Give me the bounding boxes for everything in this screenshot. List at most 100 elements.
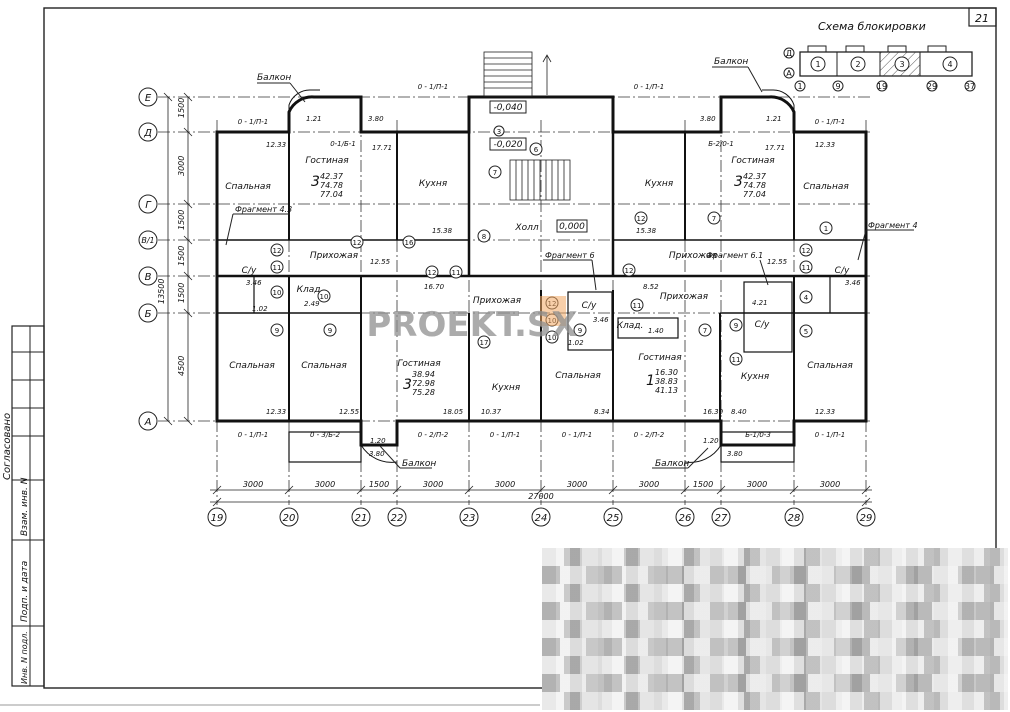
mark-1: 12	[353, 239, 362, 247]
room-storage-0: Клад.	[297, 285, 324, 295]
mark-28: 12	[802, 247, 811, 255]
col-axis-2: 21	[355, 513, 368, 524]
mark-22: 11	[633, 302, 642, 310]
window-mark-12: Б-1/0-3	[745, 431, 771, 439]
area-14: 8.40	[731, 408, 747, 416]
room-living-1: Гостиная	[731, 156, 775, 166]
col-axis-7: 26	[679, 513, 692, 524]
apt-2-living: 38.94	[412, 370, 435, 379]
col-axis-6: 25	[607, 513, 620, 524]
scheme-axis-2: 19	[877, 82, 887, 91]
stamp-cell-0: Взам. инв. N	[20, 477, 30, 536]
room-bedroom-2: Спальная	[229, 361, 275, 371]
mark-4: 7	[493, 169, 497, 177]
fragment-label-0: Фрагмент 4.3	[235, 205, 292, 214]
row-dim-2: 1500	[177, 210, 186, 230]
mark-0: 12	[273, 247, 282, 255]
elevation-0: -0,040	[493, 103, 522, 113]
elevation-1: -0,020	[493, 140, 522, 150]
scheme-section-0: 1	[815, 60, 820, 69]
balcony-label-2: Балкон	[402, 459, 436, 469]
mark-25: 11	[732, 356, 741, 364]
scheme-row-0: Д	[786, 49, 792, 58]
agreed-label: Согласовано	[2, 413, 13, 480]
mark-14: 12	[428, 269, 437, 277]
scheme-section-2: 3	[899, 60, 904, 69]
area-4: 16.70	[424, 283, 445, 291]
area-15: 12.33	[815, 408, 835, 416]
window-mark-11: 0 - 2/П-2	[634, 431, 665, 439]
room-bedroom-4: Спальная	[555, 371, 601, 381]
blurred-title-block	[542, 548, 1008, 710]
area-29: 1.21	[766, 115, 782, 123]
mark-19: 12	[637, 215, 646, 223]
row-axis-4: В	[145, 272, 152, 283]
scheme-axis-1: 9	[835, 82, 840, 91]
room-foyer: Холл	[514, 223, 538, 233]
row-dimensions	[163, 92, 193, 426]
area-9: 12.55	[339, 408, 360, 416]
apt-2-rooms: 3	[403, 377, 412, 393]
area-7: 2.49	[304, 300, 320, 308]
scheme-section-3: 4	[947, 60, 952, 69]
mark-29: 11	[802, 264, 811, 272]
area-2: 15.38	[432, 227, 453, 235]
apt-3-total: 41.13	[655, 386, 678, 395]
col-axis-1: 20	[283, 513, 296, 524]
room-kitchen-2: Кухня	[492, 383, 521, 393]
mark-13: 11	[452, 269, 461, 277]
mark-30: 1	[824, 225, 828, 233]
staircase	[483, 51, 571, 201]
room-storage-1: Клад.	[617, 321, 644, 331]
apt-3-living: 16.30	[655, 368, 678, 377]
row-axis-1: Д	[143, 128, 152, 139]
col-dim-9: 3000	[820, 480, 840, 489]
area-32: 3.80	[369, 450, 385, 458]
mark-17: 10	[548, 334, 557, 342]
mark-21: 12	[625, 267, 634, 275]
mark-27: 5	[804, 328, 808, 336]
building-walls	[215, 89, 868, 463]
window-mark-2: 0 - 1/П-1	[634, 83, 665, 91]
area-24: 1.02	[568, 339, 584, 347]
mark-11: 9	[275, 327, 279, 335]
mark-5: 6	[534, 146, 539, 154]
mark-20: 7	[712, 215, 716, 223]
area-20: 8.52	[643, 283, 659, 291]
mark-10: 10	[320, 293, 329, 301]
mark-8: 11	[273, 264, 282, 272]
row-axis-5: Б	[145, 309, 152, 320]
area-22: 3.46	[845, 279, 861, 287]
side-stamp: Согласовано Взам. инв. N Подп. и дата Ин…	[2, 325, 45, 687]
area-8: 12.33	[266, 408, 286, 416]
mark-26: 4	[804, 294, 809, 302]
room-bedroom-0: Спальная	[225, 182, 271, 192]
stamp-cell-2: Инв. N подл.	[20, 631, 29, 684]
col-axis-10: 29	[860, 513, 873, 524]
blocking-scheme: Схема блокировки Д А 1 2 3 4 1 9 19 29 3…	[783, 20, 976, 92]
room-bedroom-3: Спальная	[301, 361, 347, 371]
fragment-label-2: Фрагмент 6.1	[706, 251, 763, 260]
fragment-label-1: Фрагмент 6	[545, 251, 595, 260]
apt-1-living: 42.37	[743, 172, 767, 181]
area-28: 3.80	[700, 115, 716, 123]
col-axis-0: 19	[211, 513, 224, 524]
balcony-label-1: Балкон	[714, 57, 748, 67]
window-mark-7: 0 - 3/Б-2	[310, 431, 341, 439]
area-23: 3.46	[593, 316, 609, 324]
row-axis-3: В/1	[141, 236, 154, 245]
apt-2-total: 75.28	[412, 388, 435, 397]
mark-18: 9	[578, 327, 582, 335]
stamp-cell-1: Подп. и дата	[20, 561, 30, 622]
col-total: 27000	[528, 492, 553, 501]
window-mark-13: 0 - 1/П-1	[815, 431, 846, 439]
balcony-label-3: Балкон	[655, 459, 689, 469]
scheme-row-1: А	[786, 69, 792, 78]
room-living-0: Гостиная	[305, 156, 349, 166]
scheme-axis-0: 1	[797, 82, 802, 91]
window-mark-10: 0 - 1/П-1	[562, 431, 593, 439]
mark-9: 10	[273, 289, 282, 297]
room-hall-2: Прихожая	[473, 296, 522, 306]
area-17: 17.71	[765, 144, 785, 152]
room-bath-1: С/у	[835, 266, 850, 276]
